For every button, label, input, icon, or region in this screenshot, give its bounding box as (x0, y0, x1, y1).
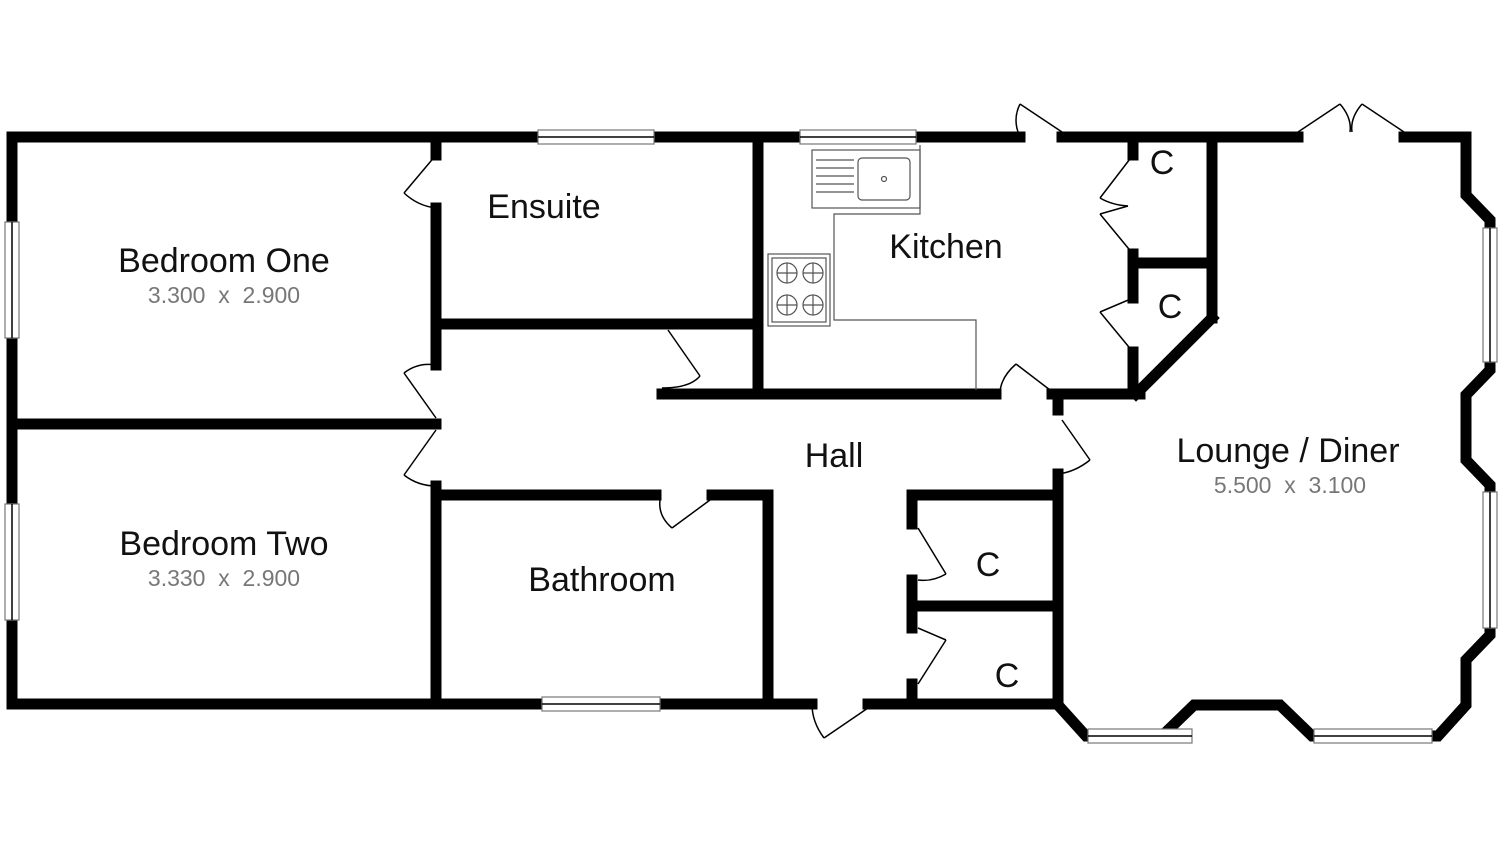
cupboard-label: C (1158, 288, 1183, 326)
hob-icon (767, 253, 831, 327)
doors (403, 103, 1405, 739)
door-ensuite-hall (661, 329, 701, 389)
room-label-kitchen: Kitchen (889, 228, 1002, 266)
door-bedroom-one (403, 363, 437, 419)
cupboard-label: C (1150, 144, 1175, 182)
sink-icon (811, 149, 921, 209)
room-label-hall: Hall (805, 437, 864, 475)
door-lounge-french (1297, 103, 1405, 133)
room-label-lounge-diner: Lounge / Diner (1176, 432, 1399, 470)
room-size-bedroom-one: 3.300 x 2.900 (148, 282, 300, 308)
door-cupboard-3 (917, 527, 947, 582)
door-kitchen-hall (999, 363, 1051, 395)
door-bathroom (659, 499, 711, 529)
door-kitchen-external (1015, 103, 1063, 138)
room-label-bedroom-one: Bedroom One (118, 242, 330, 280)
room-label-bedroom-two: Bedroom Two (119, 525, 328, 563)
room-size-lounge-diner: 5.500 x 3.100 (1214, 472, 1366, 498)
windows (4, 129, 1498, 744)
door-cupboard-1 (1099, 154, 1134, 255)
door-cupboard-2 (1099, 297, 1134, 353)
cupboard-label: C (995, 657, 1020, 695)
cupboard-label: C (976, 546, 1001, 584)
door-cupboard-4 (917, 627, 947, 685)
door-lounge (1057, 419, 1091, 475)
kitchen-fixtures (767, 145, 977, 390)
interior-walls (12, 139, 1220, 706)
door-front (811, 703, 869, 739)
door-ensuite (403, 154, 437, 209)
door-bedroom-two (403, 429, 437, 487)
room-label-bathroom: Bathroom (528, 561, 675, 599)
room-labels: Bedroom One 3.300 x 2.900 Ensuite Kitche… (118, 144, 1399, 695)
room-label-ensuite: Ensuite (487, 188, 600, 226)
room-size-bedroom-two: 3.330 x 2.900 (148, 565, 300, 591)
